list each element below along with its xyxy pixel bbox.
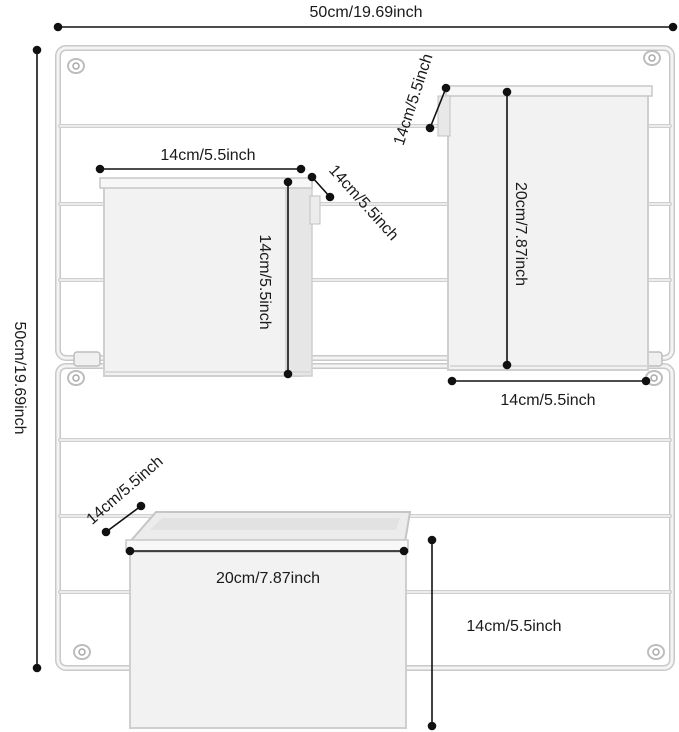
tl-depth-line: [311, 176, 331, 198]
tr-height-label: 20cm/7.87inch: [512, 182, 529, 286]
tl-height-label: 14cm/5.5inch: [256, 234, 273, 329]
b-width-label: 20cm/7.87inch: [216, 570, 320, 587]
basket-top-right: [437, 85, 653, 371]
upper-panel-frame-inner: [56, 46, 674, 360]
basket-bottom: [125, 511, 412, 729]
tr-width-label: 14cm/5.5inch: [500, 392, 595, 409]
b-depth-line: [105, 505, 142, 533]
overall-width-label: 50cm/19.69inch: [310, 4, 423, 21]
b-height-label: 14cm/5.5inch: [466, 618, 561, 635]
dimension-lines: [32, 22, 678, 731]
panel-connector-left: [73, 351, 101, 367]
overall-height-label: 50cm/19.69inch: [11, 322, 28, 435]
basket-top-left: [99, 177, 321, 377]
tr-depth-line: [429, 87, 447, 129]
tr-depth-label: 14cm/5.5inch: [391, 52, 437, 148]
tl-width-label: 14cm/5.5inch: [160, 147, 255, 164]
